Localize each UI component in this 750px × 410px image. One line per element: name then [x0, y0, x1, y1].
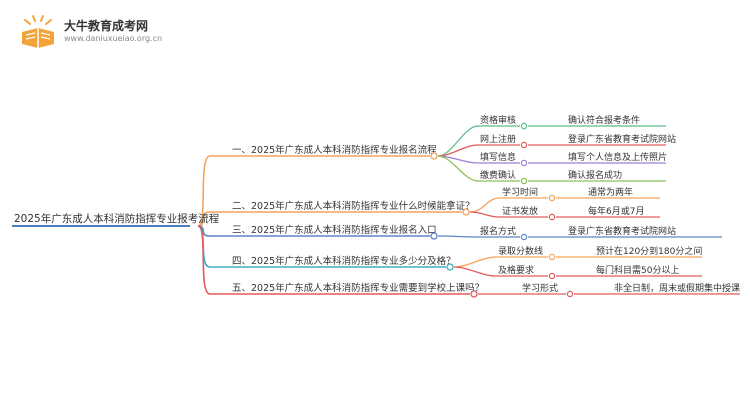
item-label[interactable]: 资格审核: [480, 114, 516, 126]
item-value[interactable]: 登录广东省教育考试院网站: [568, 133, 676, 145]
item-value[interactable]: 登录广东省教育考试院网站: [568, 225, 676, 237]
item-value[interactable]: 每门科目需50分以上: [596, 264, 679, 276]
branch-node[interactable]: 五、2025年广东成人本科消防指挥专业需要到学校上课吗？: [232, 282, 484, 294]
branch-node[interactable]: 四、2025年广东成人本科消防指挥专业多少分及格？: [232, 255, 456, 267]
item-label[interactable]: 学习时间: [502, 186, 538, 198]
item-value[interactable]: 预计在120分到180分之间: [596, 245, 702, 257]
root-node[interactable]: 2025年广东成人本科消防指挥专业报考流程: [14, 212, 220, 225]
branch-connector: [197, 155, 211, 227]
item-label[interactable]: 证书发放: [502, 205, 538, 217]
item-connector: [437, 235, 479, 238]
item-collapse-toggle[interactable]: [520, 159, 528, 167]
item-value[interactable]: 每年6月或7月: [588, 205, 644, 217]
item-value[interactable]: 确认报名成功: [568, 169, 622, 181]
branch-connector: [197, 225, 211, 295]
item-collapse-toggle[interactable]: [566, 290, 574, 298]
branch-collapse-toggle[interactable]: [462, 208, 470, 216]
item-collapse-toggle[interactable]: [548, 194, 556, 202]
item-connector: [469, 211, 501, 218]
branch-collapse-toggle[interactable]: [446, 263, 454, 271]
item-label[interactable]: 缴费确认: [480, 169, 516, 181]
item-label[interactable]: 网上注册: [480, 133, 516, 145]
item-collapse-toggle[interactable]: [548, 272, 556, 280]
item-value[interactable]: 非全日制，周末或假期集中授课: [614, 282, 740, 294]
logo-url: www.daniuxueiao.org.cn: [64, 34, 163, 43]
branch-collapse-toggle[interactable]: [470, 290, 478, 298]
branch-node[interactable]: 三、2025年广东成人本科消防指挥专业报名入口: [232, 224, 437, 236]
item-label[interactable]: 学习形式: [522, 282, 558, 294]
item-value[interactable]: 确认符合报考条件: [568, 114, 640, 126]
item-connector: [437, 125, 479, 157]
item-connector: [453, 266, 497, 277]
book-logo-icon: [22, 15, 54, 48]
item-collapse-toggle[interactable]: [548, 253, 556, 261]
item-label[interactable]: 报名方式: [480, 225, 516, 237]
item-collapse-toggle[interactable]: [520, 233, 528, 241]
item-label[interactable]: 及格要求: [498, 264, 534, 276]
item-collapse-toggle[interactable]: [520, 177, 528, 185]
item-value[interactable]: 通常为两年: [588, 186, 633, 198]
item-collapse-toggle[interactable]: [548, 213, 556, 221]
item-connector: [453, 256, 497, 268]
site-logo[interactable]: 大牛教育成考网 www.daniuxueiao.org.cn: [16, 14, 256, 50]
branch-collapse-toggle[interactable]: [430, 152, 438, 160]
item-label[interactable]: 填写信息: [480, 151, 516, 163]
branch-node[interactable]: 一、2025年广东成人本科消防指挥专业报名流程: [232, 144, 437, 156]
item-collapse-toggle[interactable]: [520, 141, 528, 149]
item-value[interactable]: 填写个人信息及上传照片: [568, 151, 667, 163]
branch-node[interactable]: 二、2025年广东成人本科消防指挥专业什么时候能拿证？: [232, 200, 475, 212]
item-label[interactable]: 录取分数线: [498, 245, 543, 257]
logo-title: 大牛教育成考网: [64, 19, 149, 33]
branch-collapse-toggle[interactable]: [430, 232, 438, 240]
item-connector: [437, 155, 479, 182]
item-collapse-toggle[interactable]: [520, 122, 528, 130]
